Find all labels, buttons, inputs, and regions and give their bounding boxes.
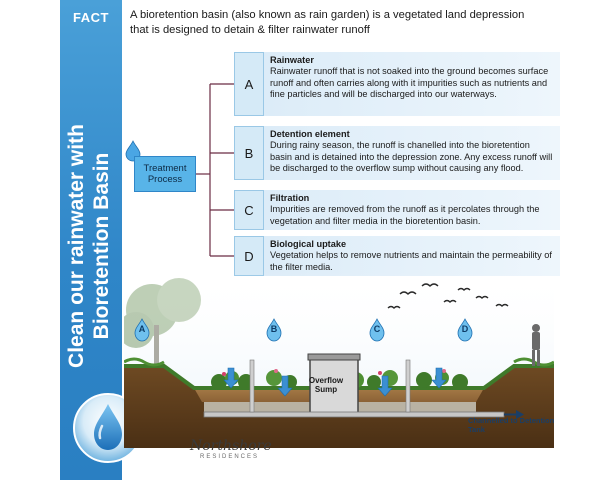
bioretention-cross-section	[124, 270, 554, 448]
overflow-sump-label: Overflow Sump	[308, 376, 344, 394]
step-b: B Detention element During rainy season,…	[234, 126, 560, 180]
fact-label: FACT	[73, 10, 109, 25]
step-title: Biological uptake	[270, 239, 347, 249]
banner-title-line2: Bioretention Basin	[90, 152, 113, 340]
marker-a: A	[133, 318, 151, 342]
northshore-logo: Northshore RESIDENCES	[190, 438, 272, 468]
marker-c: C	[368, 318, 386, 342]
marker-letter: A	[138, 324, 146, 334]
birds-icon	[387, 283, 509, 309]
step-body: Rainwater Rainwater runoff that is not s…	[264, 52, 560, 116]
marker-letter: D	[461, 324, 469, 334]
step-letter: A	[234, 52, 264, 116]
step-letter: C	[234, 190, 264, 230]
step-c: C Filtration Impurities are removed from…	[234, 190, 560, 230]
step-body: Filtration Impurities are removed from t…	[264, 190, 560, 230]
step-title: Rainwater	[270, 55, 314, 65]
step-text: During rainy season, the runoff is chane…	[270, 140, 553, 174]
marker-b: B	[265, 318, 283, 342]
marker-letter: C	[373, 324, 381, 334]
step-a: A Rainwater Rainwater runoff that is not…	[234, 52, 560, 116]
step-text: Impurities are removed from the runoff a…	[270, 204, 540, 226]
banner-title-line1: Clean our rainwater with	[65, 124, 88, 368]
marker-letter: B	[270, 324, 278, 334]
banner-title: Clean our rainwater with Bioretention Ba…	[64, 46, 118, 446]
step-letter: D	[234, 236, 264, 276]
person-icon	[532, 324, 540, 366]
step-text: Vegetation helps to remove nutrients and…	[270, 250, 552, 272]
logo-main: Northshore	[190, 438, 272, 454]
marker-d: D	[456, 318, 474, 342]
logo-sub: RESIDENCES	[200, 454, 260, 460]
step-body: Detention element During rainy season, t…	[264, 126, 560, 180]
intro-text: A bioretention basin (also known as rain…	[130, 9, 525, 36]
step-body: Biological uptake Vegetation helps to re…	[264, 236, 560, 276]
step-letter: B	[234, 126, 264, 180]
step-title: Filtration	[270, 193, 310, 203]
treatment-process-box: Treatment Process	[134, 156, 196, 192]
step-d: D Biological uptake Vegetation helps to …	[234, 236, 560, 276]
drain-label: Channelled to Detention Tank	[468, 416, 555, 434]
step-text: Rainwater runoff that is not soaked into…	[270, 66, 549, 100]
step-title: Detention element	[270, 129, 350, 139]
